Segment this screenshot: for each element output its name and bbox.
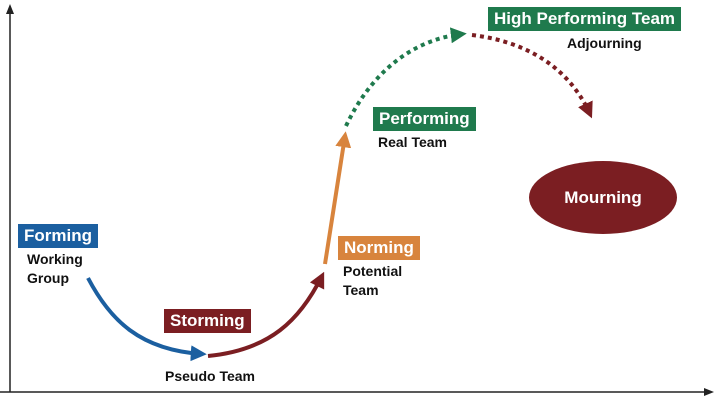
forming-sublabel: Working Group xyxy=(27,251,83,286)
high-performing-sublabel: Adjourning xyxy=(567,35,642,51)
arrow-norming-to-performing xyxy=(323,131,352,265)
norming-sublabel: Potential Team xyxy=(343,263,403,298)
storming-label: Storming xyxy=(164,309,251,333)
arrow-forming-to-storming xyxy=(86,277,207,362)
storming-sublabel: Pseudo Team xyxy=(165,368,255,384)
high-performing-label: High Performing Team xyxy=(488,7,682,31)
y-axis-arrow-icon xyxy=(6,4,14,14)
forming-label: Forming xyxy=(18,224,98,248)
arrow-storming-to-norming xyxy=(207,271,325,358)
x-axis-arrow-icon xyxy=(704,388,714,396)
mourning-ellipse: Mourning xyxy=(529,161,677,234)
arrow-high-performing-to-adjourning xyxy=(471,33,593,119)
performing-sublabel: Real Team xyxy=(378,134,447,150)
norming-label: Norming xyxy=(338,236,420,260)
performing-label: Performing xyxy=(373,107,476,131)
arrow-performing-to-high-performing xyxy=(344,27,467,127)
